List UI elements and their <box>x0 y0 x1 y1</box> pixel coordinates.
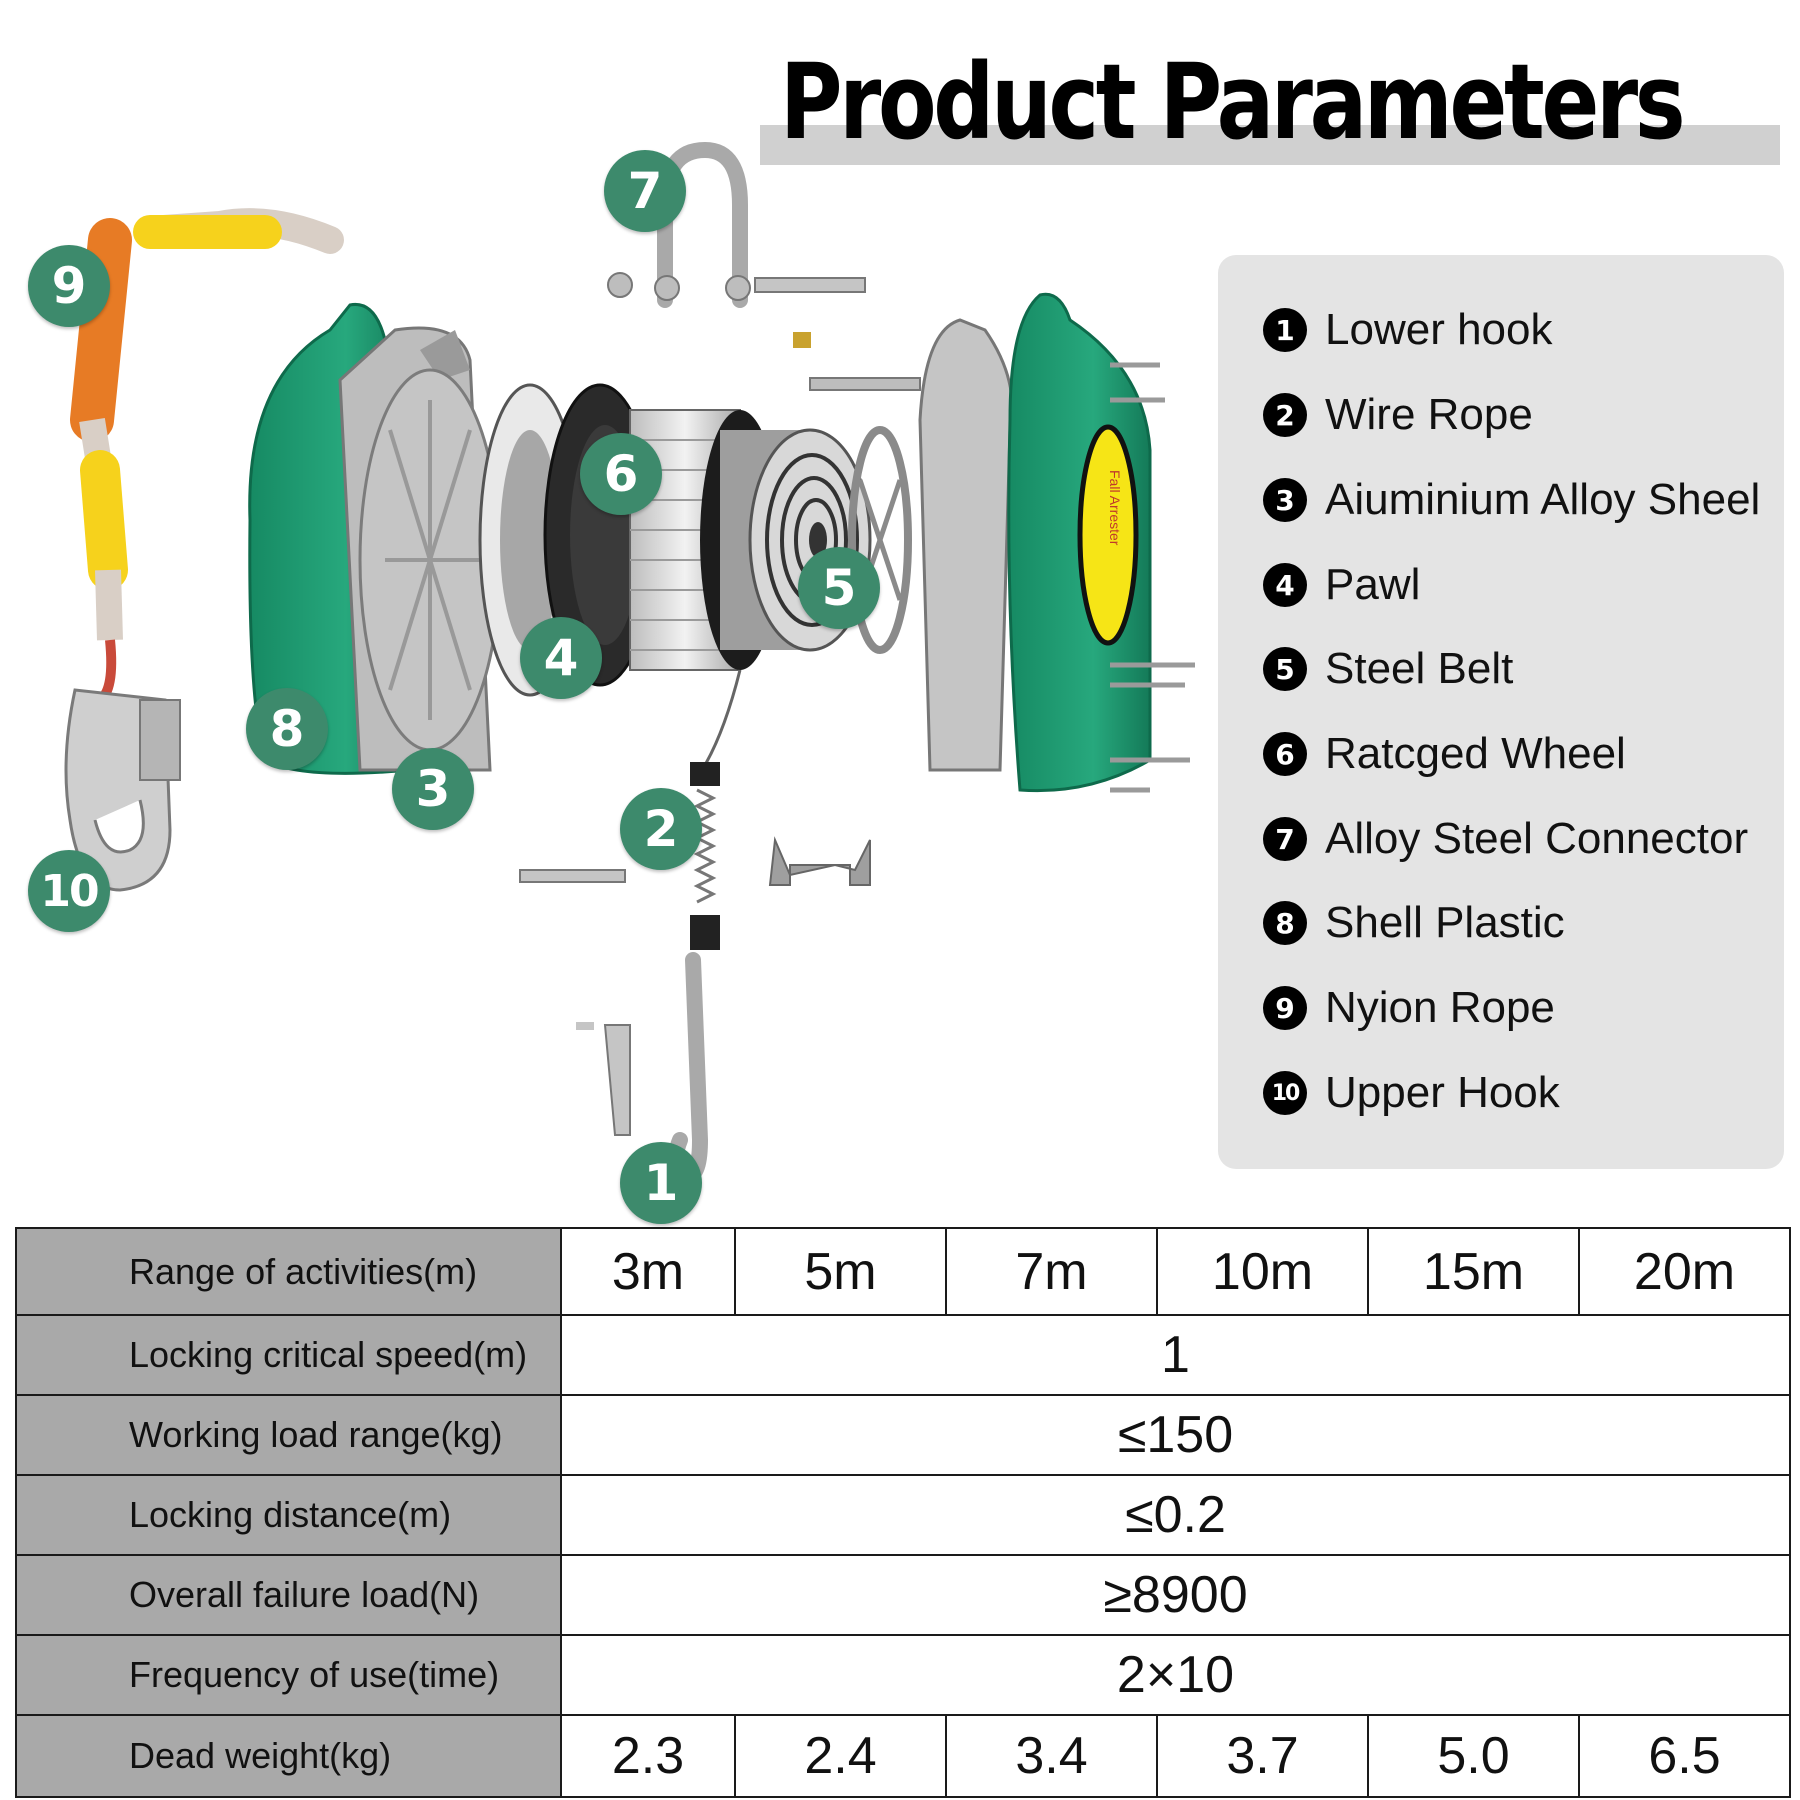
table-cell: 1 <box>560 1314 1791 1396</box>
row-header: Dead weight(kg) <box>15 1714 562 1798</box>
legend-item-pawl: 4 Pawl <box>1263 555 1420 615</box>
right-plate-illustration <box>918 318 1014 772</box>
device-label-text: Fall Arrester <box>1107 470 1123 546</box>
parameter-table: Range of activities(m) 3m 5m 7m 10m 15m … <box>15 1227 1791 1798</box>
badge-lower-hook: 1 <box>620 1142 702 1224</box>
legend-item-wire-rope: 2 Wire Rope <box>1263 385 1533 445</box>
badge-shell-plastic: 8 <box>246 688 328 770</box>
title-underline-bar <box>760 125 1780 165</box>
table-row: Range of activities(m) 3m 5m 7m 10m 15m … <box>15 1227 1791 1316</box>
legend-number: 7 <box>1263 817 1307 861</box>
row-header: Frequency of use(time) <box>15 1634 562 1716</box>
table-row: Locking critical speed(m) 1 <box>15 1314 1791 1396</box>
table-cell: 3.4 <box>945 1714 1158 1798</box>
page-title: Product Parameters <box>780 41 1686 163</box>
table-cell: 5m <box>734 1227 947 1316</box>
badge-ratchet-wheel: 6 <box>580 433 662 515</box>
table-row: Frequency of use(time) 2×10 <box>15 1634 1791 1716</box>
table-cell: 2×10 <box>560 1634 1791 1716</box>
badge-upper-hook: 10 <box>28 850 110 932</box>
legend-label: Steel Belt <box>1325 644 1514 693</box>
aluminium-sheel-illustration <box>358 368 502 752</box>
row-header: Locking critical speed(m) <box>15 1314 562 1396</box>
legend-label: Nyion Rope <box>1325 983 1555 1032</box>
table-cell: 7m <box>945 1227 1158 1316</box>
table-cell: 3m <box>560 1227 736 1316</box>
steel-belt-illustration <box>720 428 872 652</box>
badge-pawl: 4 <box>520 617 602 699</box>
lower-hook-illustration <box>576 952 709 1184</box>
legend-item-connector: 7 Alloy Steel Connector <box>1263 809 1748 869</box>
table-cell: ≥8900 <box>560 1554 1791 1636</box>
table-cell: 10m <box>1156 1227 1369 1316</box>
legend-item-shell-plastic: 8 Shell Plastic <box>1263 893 1565 953</box>
table-cell: 6.5 <box>1578 1714 1791 1798</box>
table-row: Overall failure load(N) ≥8900 <box>15 1554 1791 1636</box>
legend-number: 2 <box>1263 393 1307 437</box>
row-header: Range of activities(m) <box>15 1227 562 1316</box>
badge-wire-rope: 2 <box>620 788 702 870</box>
legend-label: Upper Hook <box>1325 1068 1560 1117</box>
legend-label: Shell Plastic <box>1325 898 1565 947</box>
badge-steel-belt: 5 <box>798 547 880 629</box>
table-row: Locking distance(m) ≤0.2 <box>15 1474 1791 1556</box>
table-cell: 2.4 <box>734 1714 947 1798</box>
legend-number: 1 <box>1263 308 1307 352</box>
table-cell: 5.0 <box>1367 1714 1580 1798</box>
right-housing-illustration: Fall Arrester <box>1007 292 1195 793</box>
legend-label: Ratcged Wheel <box>1325 729 1626 778</box>
badge-aluminium-sheel: 3 <box>392 748 474 830</box>
table-row: Dead weight(kg) 2.3 2.4 3.4 3.7 5.0 6.5 <box>15 1714 1791 1798</box>
legend-number: 4 <box>1263 563 1307 607</box>
legend-number: 5 <box>1263 647 1307 691</box>
legend-item-steel-belt: 5 Steel Belt <box>1263 639 1513 699</box>
table-cell: 2.3 <box>560 1714 736 1798</box>
legend-item-aluminium-sheel: 3 Aiuminium Alloy Sheel <box>1263 470 1760 530</box>
legend-number: 6 <box>1263 732 1307 776</box>
legend-number: 3 <box>1263 478 1307 522</box>
upper-hook-illustration <box>64 688 181 892</box>
parts-legend: 1 Lower hook 2 Wire Rope 3 Aiuminium All… <box>1218 255 1784 1169</box>
legend-number: 10 <box>1263 1071 1307 1115</box>
legend-label: Wire Rope <box>1325 390 1533 439</box>
exploded-diagram-illustration: Fall Arrester <box>64 141 1195 1184</box>
row-header: Working load range(kg) <box>15 1394 562 1476</box>
table-row: Working load range(kg) ≤150 <box>15 1394 1791 1476</box>
table-cell: ≤0.2 <box>560 1474 1791 1556</box>
table-cell: 3.7 <box>1156 1714 1369 1798</box>
legend-item-ratchet-wheel: 6 Ratcged Wheel <box>1263 724 1626 784</box>
legend-item-nylon-rope: 9 Nyion Rope <box>1263 978 1555 1038</box>
row-header: Locking distance(m) <box>15 1474 562 1556</box>
legend-label: Pawl <box>1325 560 1421 609</box>
table-cell: 20m <box>1578 1227 1791 1316</box>
wire-rope-illustration <box>519 669 871 950</box>
title-block: Product Parameters <box>760 40 1780 170</box>
legend-number: 9 <box>1263 986 1307 1030</box>
legend-item-upper-hook: 10 Upper Hook <box>1263 1063 1560 1123</box>
legend-label: Alloy Steel Connector <box>1325 814 1749 863</box>
row-header: Overall failure load(N) <box>15 1554 562 1636</box>
legend-number: 8 <box>1263 901 1307 945</box>
table-cell: 15m <box>1367 1227 1580 1316</box>
nylon-rope-illustration <box>70 208 344 705</box>
legend-label: Aiuminium Alloy Sheel <box>1325 475 1761 524</box>
legend-label: Lower hook <box>1325 305 1553 354</box>
badge-connector: 7 <box>604 150 686 232</box>
badge-nylon-rope: 9 <box>28 245 110 327</box>
exploded-diagram: Fall Arrester <box>0 130 1210 1224</box>
table-cell: ≤150 <box>560 1394 1791 1476</box>
legend-item-lower-hook: 1 Lower hook <box>1263 300 1552 360</box>
